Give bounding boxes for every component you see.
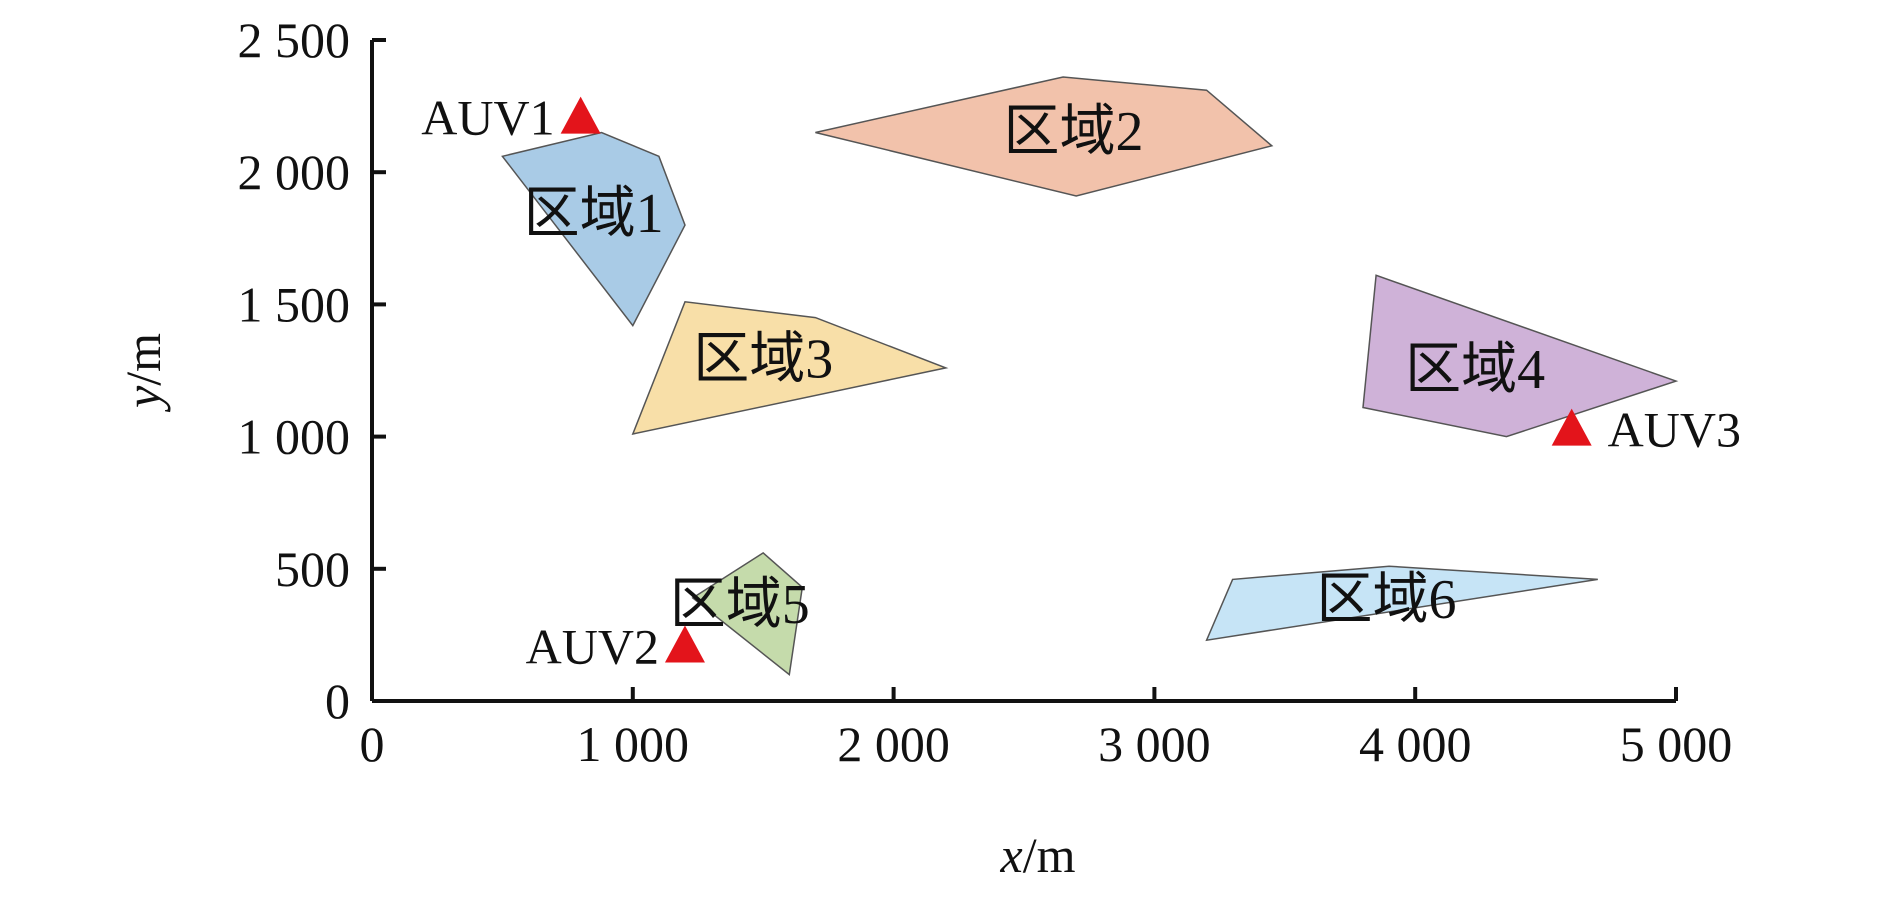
y-tick-label: 500 xyxy=(275,541,350,597)
auv-2-label: AUV2 xyxy=(526,618,659,674)
y-tick-label: 2 000 xyxy=(238,144,351,200)
region-2-label: 区域2 xyxy=(1004,101,1144,163)
region-labels-layer: 区域1 区域2 区域3 区域4 区域5 区域6 xyxy=(524,101,1546,636)
auv-2-marker xyxy=(664,625,705,663)
axes xyxy=(370,40,1676,703)
region-1-polygon xyxy=(501,131,686,327)
auv-1-label: AUV1 xyxy=(421,90,554,146)
auv-3-marker xyxy=(1551,408,1592,446)
x-axis-title-var: x xyxy=(1000,827,1023,883)
y-tick-label: 0 xyxy=(325,673,350,729)
y-axis-title-var: y xyxy=(115,385,171,413)
x-tick-label: 0 xyxy=(360,716,385,772)
region-4-label: 区域4 xyxy=(1405,339,1545,401)
y-tick-label: 2 500 xyxy=(238,12,351,68)
x-tick-label: 4 000 xyxy=(1359,716,1472,772)
region-5-label: 区域5 xyxy=(670,574,810,636)
x-tick-label: 1 000 xyxy=(577,716,690,772)
region-5-polygon xyxy=(691,551,804,676)
ticks-layer: 0 1 000 2 000 3 000 4 000 5 000 0 500 1 000 1 500… xyxy=(238,12,1733,772)
region-6-label: 区域6 xyxy=(1317,569,1457,631)
region-4-polygon xyxy=(1362,274,1679,438)
region-2-polygon xyxy=(815,76,1274,197)
region-3-polygon xyxy=(631,300,949,436)
y-axis-title: y/m xyxy=(115,333,171,413)
y-tick-label: 1 000 xyxy=(238,409,351,465)
auv-3-label: AUV3 xyxy=(1608,402,1741,458)
y-tick-label: 1 500 xyxy=(238,276,351,332)
auv-1-marker xyxy=(560,96,601,134)
region-6-polygon xyxy=(1205,565,1598,642)
x-tick-label: 5 000 xyxy=(1620,716,1733,772)
region-1-label: 区域1 xyxy=(524,183,664,245)
x-tick-label: 3 000 xyxy=(1098,716,1211,772)
x-tick-label: 2 000 xyxy=(837,716,950,772)
y-axis-title-unit: /m xyxy=(115,333,171,386)
x-axis-title: x/m xyxy=(1000,827,1076,883)
regions-layer xyxy=(501,76,1679,676)
x-axis-title-unit: /m xyxy=(1023,827,1076,883)
region-3-label: 区域3 xyxy=(693,328,833,390)
